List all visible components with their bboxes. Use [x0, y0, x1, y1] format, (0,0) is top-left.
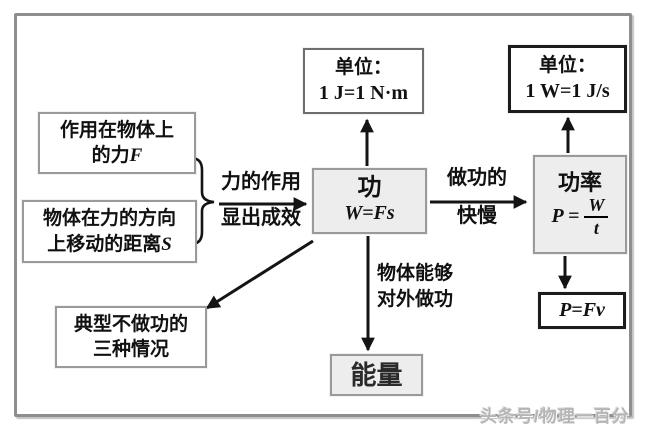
watermark-text: 头条号/物理一百分 — [480, 407, 630, 426]
box-force-on-object: 作用在物体上 的力F — [38, 112, 196, 174]
box-no-work-cases: 典型不做功的 三种情况 — [55, 306, 207, 368]
power-fraction-numerator: W — [584, 195, 609, 218]
box-power: 功率 P = W t — [533, 155, 627, 254]
box-distance-variable: S — [161, 233, 172, 255]
label-energy-transfer-line2: 对外做功 — [377, 288, 454, 310]
diagram-border-frame — [14, 13, 632, 417]
pfv-formula: P=Fv — [559, 299, 605, 322]
box-distance-moved: 物体在力的方向 上移动的距离S — [22, 200, 197, 263]
box-no-work-line2: 三种情况 — [92, 339, 169, 360]
power-formula-fraction: W t — [584, 195, 609, 238]
box-force-line2-text: 的力 — [91, 145, 130, 166]
box-no-work-line1: 典型不做功的 — [73, 313, 188, 335]
box-force-line2: 的力F — [92, 143, 143, 168]
curly-brace-icon — [189, 156, 215, 246]
label-work-speed: 做功的 快慢 — [432, 166, 522, 229]
box-force-variable: F — [129, 145, 143, 166]
work-unit-value: 1 J=1 N·m — [318, 82, 409, 105]
power-formula-lhs: P = — [551, 205, 580, 228]
label-work-speed-line2: 快慢 — [457, 205, 497, 227]
label-force-effect-line1: 力的作用 — [221, 171, 301, 193]
energy-title: 能量 — [350, 359, 403, 390]
box-pfv-formula: P=Fv — [538, 292, 626, 329]
work-title: 功 — [357, 174, 382, 202]
label-force-effect-line2: 显出成效 — [221, 207, 301, 229]
label-energy-transfer-line1: 物体能够 — [377, 263, 454, 284]
label-force-effect: 力的作用 显出成效 — [212, 170, 310, 231]
label-energy-transfer: 物体能够 对外做功 — [377, 261, 481, 312]
work-formula: W=Fs — [344, 202, 395, 225]
box-force-line1: 作用在物体上 — [59, 119, 174, 141]
power-unit-label: 单位： — [538, 55, 596, 77]
box-work-unit: 单位： 1 J=1 N·m — [303, 48, 424, 114]
work-unit-label: 单位： — [334, 57, 392, 79]
box-work: 功 W=Fs — [312, 168, 427, 234]
box-power-unit: 单位： 1 W=1 J/s — [508, 45, 627, 113]
power-title: 功率 — [557, 169, 602, 195]
box-distance-line1: 物体在力的方向 — [42, 208, 176, 230]
power-unit-value: 1 W=1 J/s — [525, 80, 610, 103]
arrow-work-to-nowork-icon — [205, 239, 314, 310]
label-work-speed-line1: 做功的 — [447, 167, 507, 189]
box-energy: 能量 — [330, 354, 423, 396]
power-fraction-denominator: t — [593, 217, 599, 238]
power-formula: P = W t — [552, 195, 609, 238]
box-distance-line2-text: 上移动的距离 — [47, 233, 162, 255]
box-distance-line2: 上移动的距离S — [47, 232, 172, 257]
